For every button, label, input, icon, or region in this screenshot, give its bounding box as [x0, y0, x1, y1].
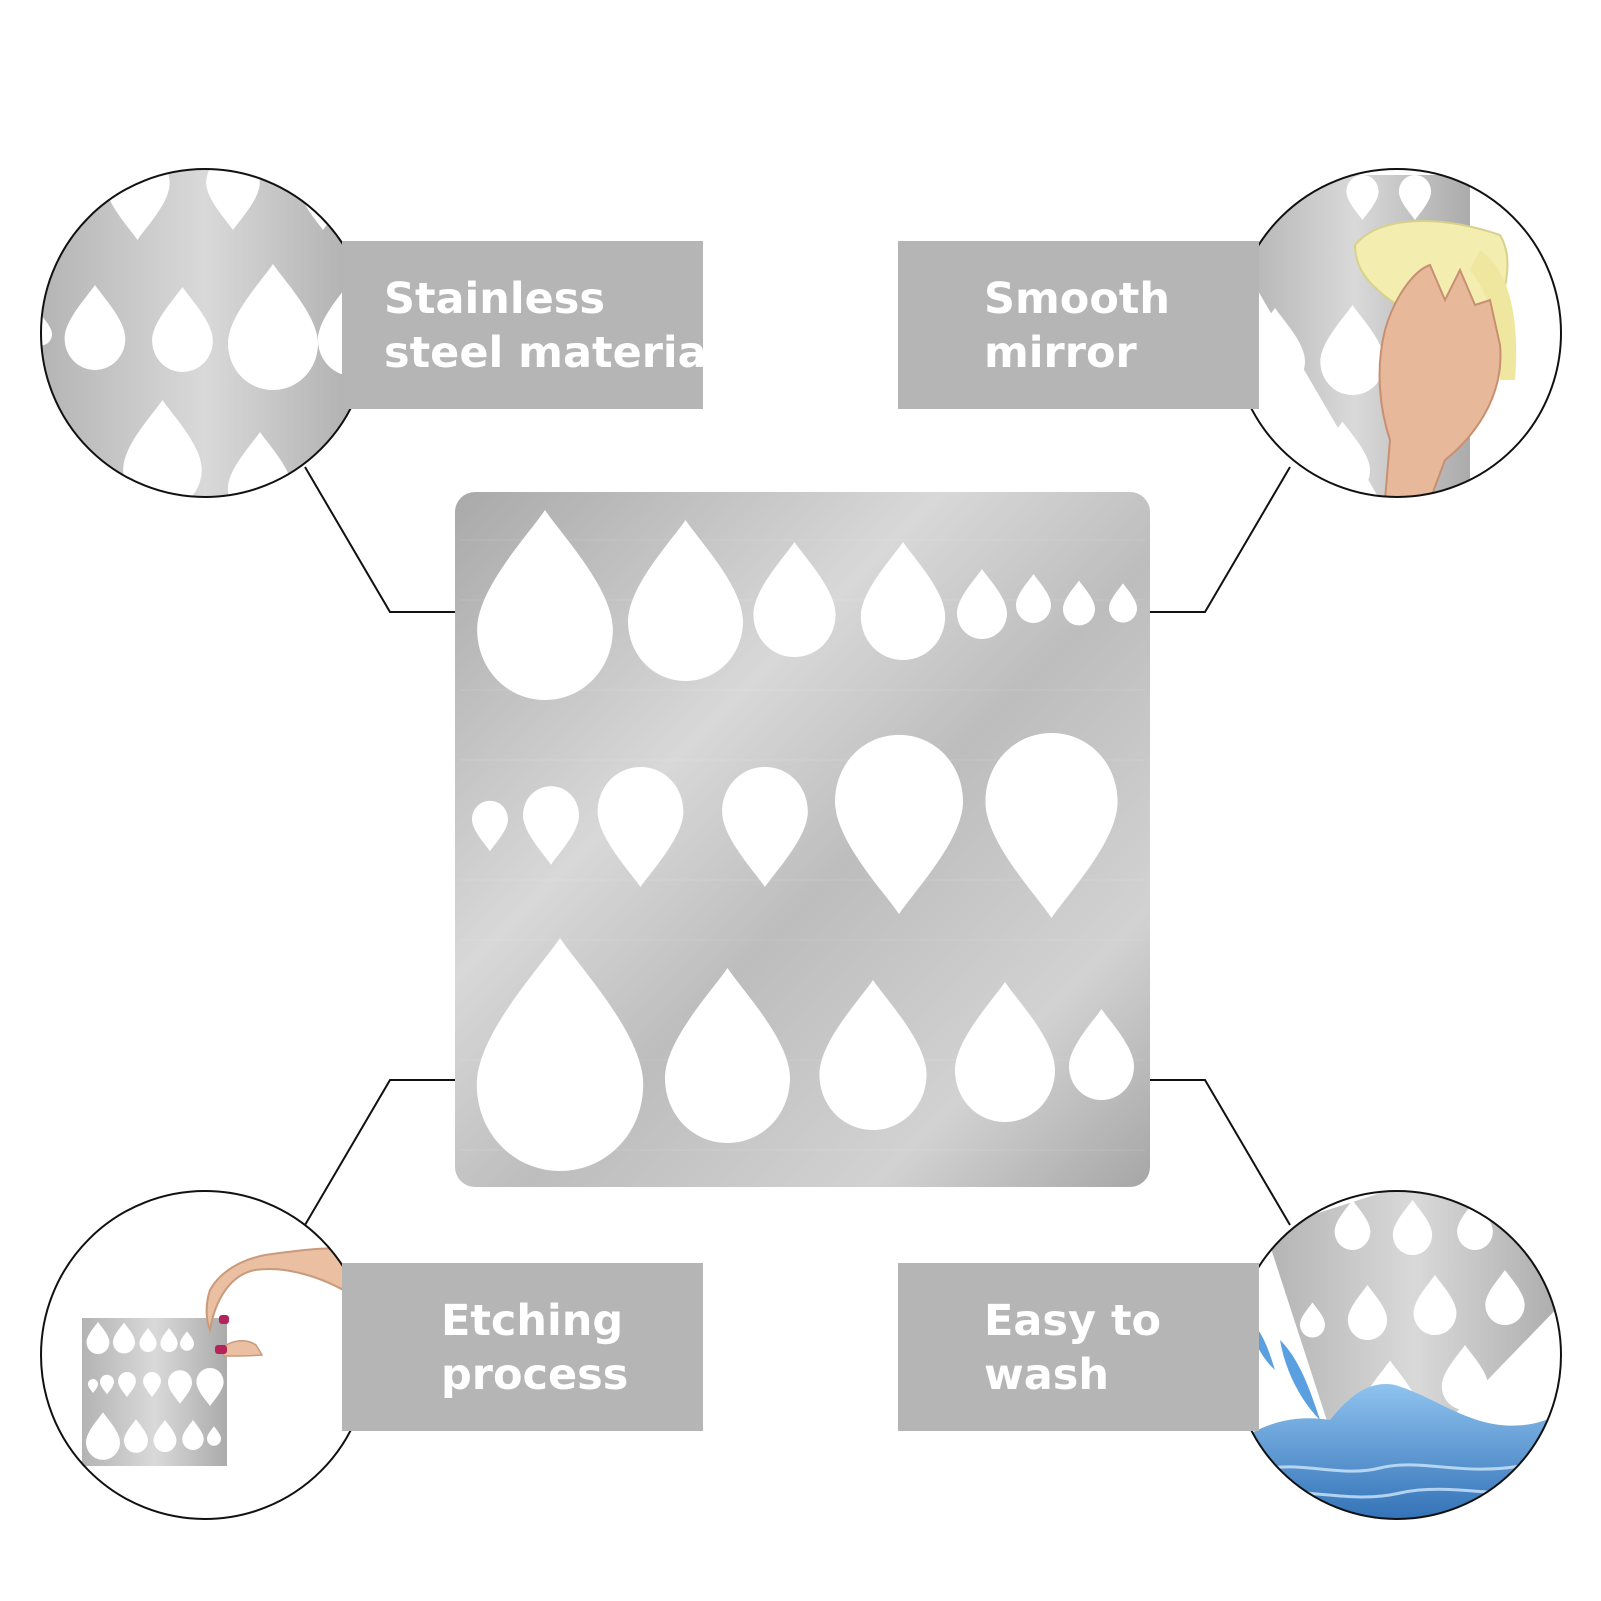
feature-label-line-2: mirror — [984, 328, 1137, 378]
water-splash-icon — [1232, 1190, 1562, 1520]
feature-label-line-2: wash — [984, 1350, 1109, 1400]
connector-lines — [304, 466, 1291, 1226]
feature-label-line-2: process — [441, 1350, 629, 1400]
connector-line-bottom-left — [304, 1079, 455, 1226]
feature-label-easy-to-wash: Easy to wash — [898, 1263, 1259, 1431]
hand-holding-stencil-icon — [40, 1190, 370, 1520]
feature-label-line-1: Stainless — [384, 274, 605, 324]
stainless-steel-icon — [40, 168, 370, 498]
feature-label-line-1: Etching — [441, 1296, 624, 1346]
hand-cloth-icon — [1232, 168, 1562, 498]
feature-label-smooth-mirror: Smooth mirror — [898, 241, 1259, 409]
feature-label-stainless-steel: Stainless steel material — [342, 241, 722, 409]
feature-label-line-1: Smooth — [984, 274, 1171, 324]
connector-line-bottom-right — [1150, 1079, 1291, 1226]
connector-line-top-left — [304, 466, 455, 613]
feature-label-line-1: Easy to — [984, 1296, 1162, 1346]
stencil-plate — [455, 492, 1150, 1187]
feature-label-line-2: steel material — [384, 328, 722, 378]
connector-line-top-right — [1150, 466, 1291, 613]
feature-label-etching-process: Etching process — [342, 1263, 703, 1431]
